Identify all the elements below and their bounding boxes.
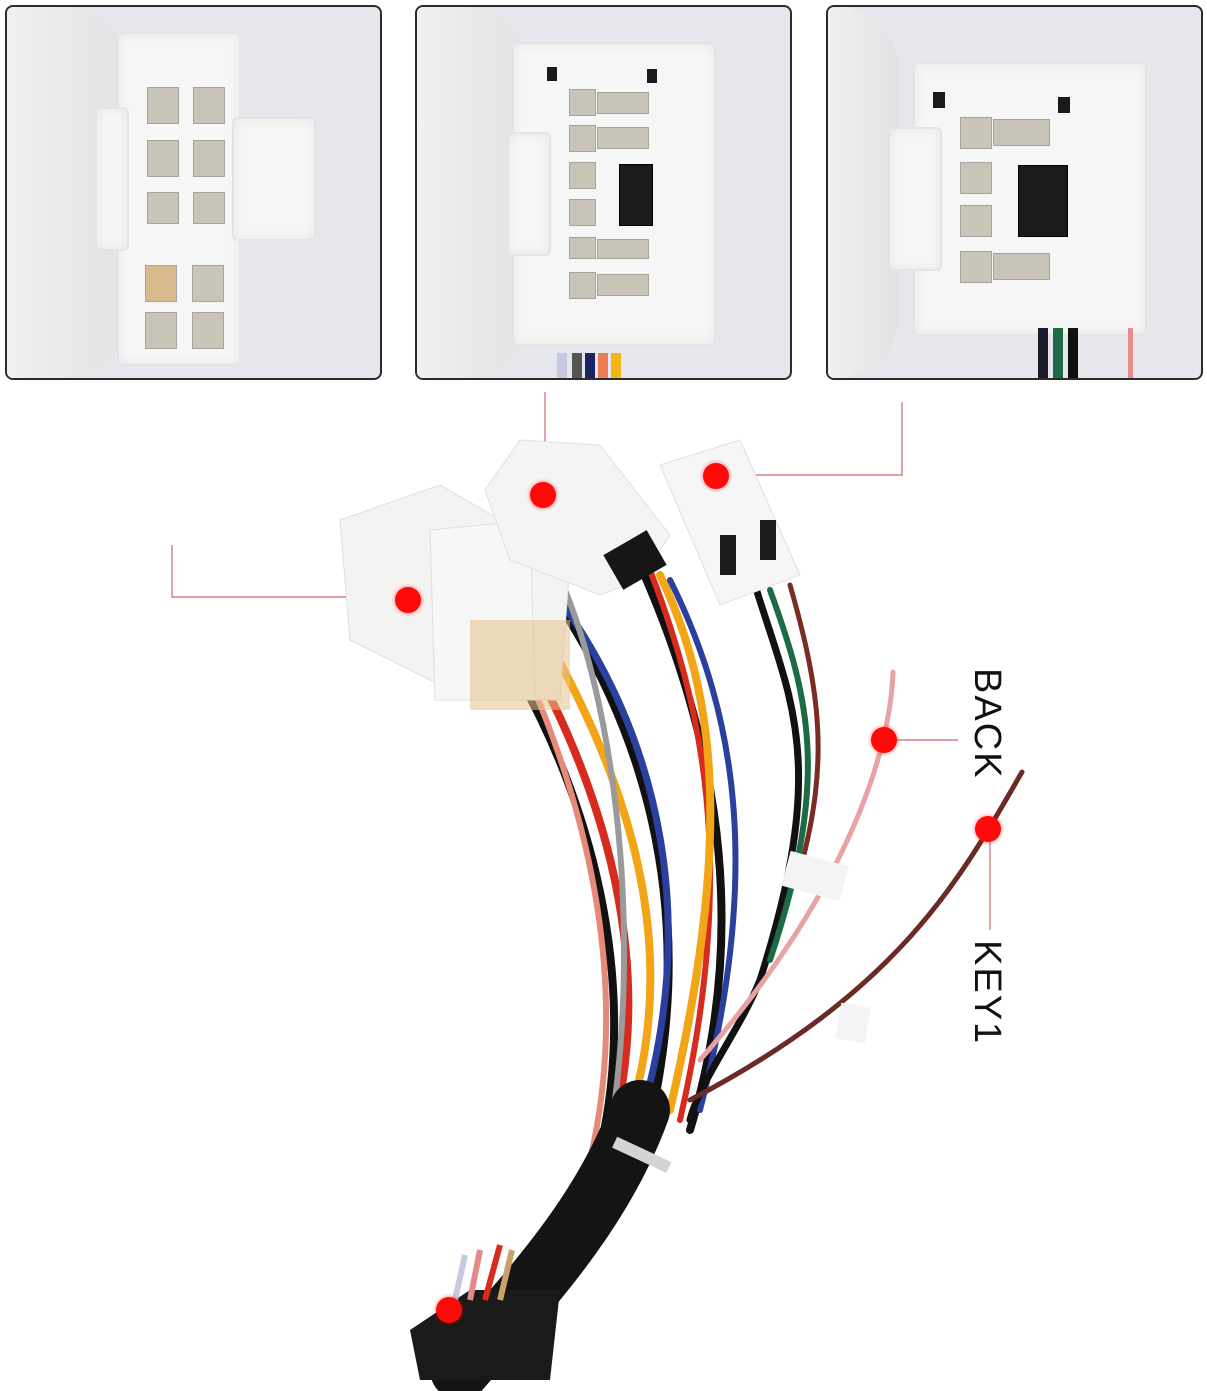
- wire: [1128, 328, 1133, 378]
- pin: [145, 312, 177, 349]
- pin: [597, 92, 649, 114]
- label-back: BACK: [966, 668, 1008, 780]
- label-key1: KEY1: [966, 940, 1008, 1046]
- pin: [569, 272, 596, 299]
- slot: [647, 69, 657, 83]
- pin: [597, 127, 649, 149]
- pin: [147, 87, 179, 124]
- wire: [557, 353, 567, 378]
- pin: [192, 312, 224, 349]
- wire: [585, 353, 595, 378]
- pin: [193, 192, 225, 224]
- slot: [933, 92, 945, 108]
- wire: [1053, 328, 1063, 378]
- pin: [193, 140, 225, 177]
- wire: [1068, 328, 1078, 378]
- connector-closeup-left: [5, 5, 382, 380]
- callout-dot-main-connector: [436, 1297, 462, 1323]
- connector-side-tab: [232, 117, 316, 241]
- wire: [1038, 328, 1048, 378]
- pin: [569, 125, 596, 152]
- wire: [598, 353, 608, 378]
- wire: [572, 353, 582, 378]
- pin: [147, 192, 179, 224]
- cable-tie: [612, 1136, 672, 1173]
- pin: [960, 117, 992, 149]
- callout-dot-right-connector: [703, 463, 729, 489]
- pin: [993, 119, 1050, 146]
- connector-closeup-middle: [415, 5, 792, 380]
- pin: [569, 162, 596, 189]
- glove-hand: [828, 7, 898, 378]
- connector-key: [1018, 165, 1068, 237]
- connector-closeup-right: [826, 5, 1203, 380]
- wire-tag: [781, 850, 849, 902]
- connector-latch: [507, 132, 551, 256]
- pin: [597, 274, 649, 296]
- callout-dot-middle-connector: [530, 482, 556, 508]
- callout-dot-back-wire: [871, 727, 897, 753]
- slot: [547, 67, 557, 81]
- connector-latch: [95, 107, 129, 251]
- pin: [569, 199, 596, 226]
- pin: [193, 87, 225, 124]
- pin: [192, 265, 224, 302]
- connector-key: [619, 164, 653, 226]
- wire-tag: [835, 1002, 871, 1044]
- pin: [147, 140, 179, 177]
- pin: [960, 205, 992, 237]
- pin: [569, 237, 596, 259]
- connector-plug-bottom: [410, 1290, 560, 1380]
- connector-plug-right: [659, 439, 801, 606]
- pin: [145, 265, 177, 302]
- pin: [960, 251, 992, 283]
- pin: [960, 162, 992, 194]
- connector-latch: [888, 127, 942, 271]
- wire: [611, 353, 621, 378]
- pin: [569, 89, 596, 116]
- callout-dot-left-connector: [395, 587, 421, 613]
- pin: [993, 253, 1050, 280]
- callout-dot-key1-wire: [975, 816, 1001, 842]
- pin: [597, 239, 649, 259]
- slot: [1058, 97, 1070, 113]
